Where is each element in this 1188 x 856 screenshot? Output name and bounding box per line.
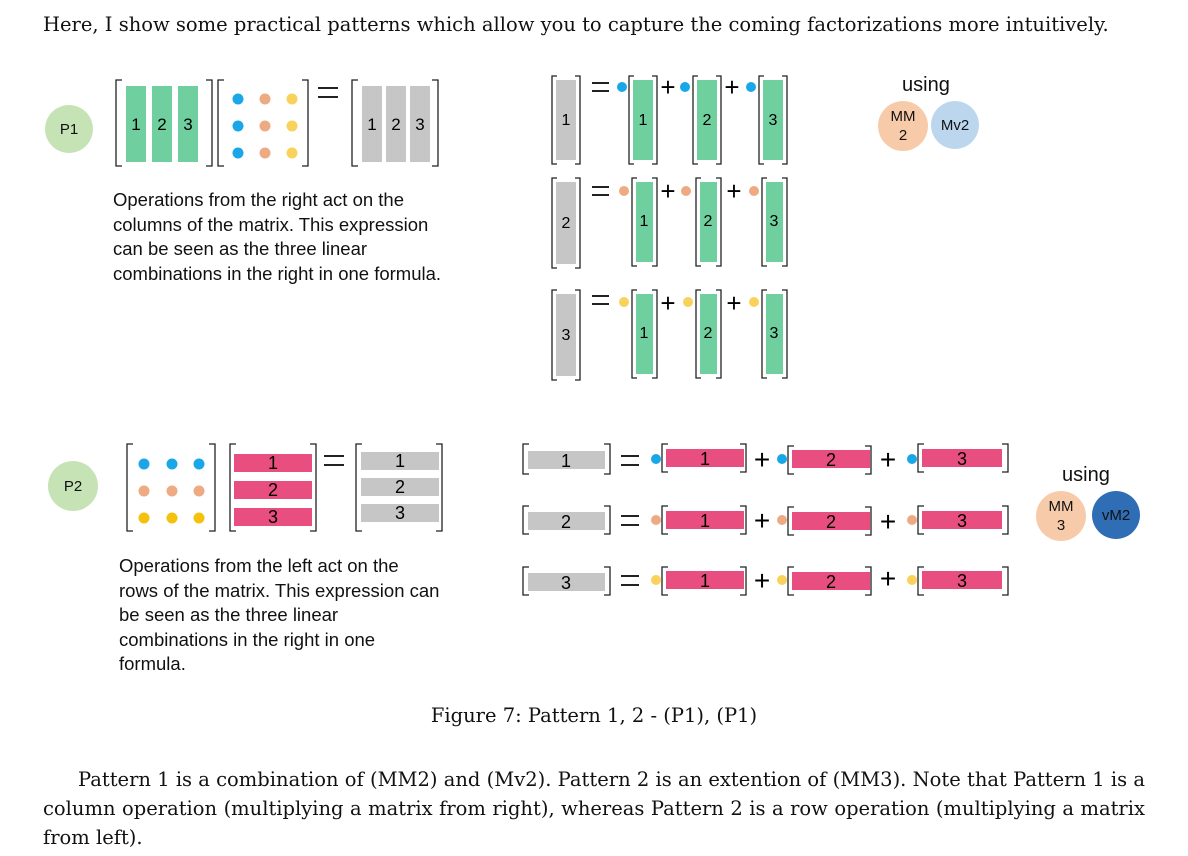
- p2-badge-vm2: vM2: [1092, 491, 1140, 539]
- plus-sign: +: [660, 288, 675, 318]
- p1-description: Operations from the right act on the col…: [113, 189, 442, 284]
- plus-sign: +: [880, 506, 896, 537]
- coefficient-dot: [619, 297, 629, 307]
- coefficient-dot: [680, 82, 690, 92]
- p1-col-number: 3: [183, 115, 192, 134]
- equals-sign: [324, 455, 344, 466]
- plus-sign: +: [880, 444, 896, 475]
- p2-matrix-product-diagram: 1 2 3 1 2 3: [126, 443, 443, 532]
- p1-expansion-number: 1: [640, 213, 649, 230]
- plus-sign: +: [660, 72, 675, 102]
- plus-sign: +: [726, 176, 741, 206]
- plus-sign: +: [724, 72, 739, 102]
- p1-expansion-number: 2: [562, 215, 571, 232]
- p1-expansion-number: 1: [639, 112, 648, 129]
- coefficient-dot: [617, 82, 627, 92]
- p1-badge-mv2: Mv2: [931, 101, 979, 149]
- p1-result-col-number: 2: [391, 115, 400, 134]
- coefficient-dot: [651, 515, 661, 525]
- p1-expansion-number: 3: [770, 325, 779, 342]
- p2-description: Operations from the left act on the rows…: [119, 555, 440, 674]
- coefficient-dot: [907, 575, 917, 585]
- p1-label-circle: P1: [45, 105, 93, 153]
- plus-sign: +: [754, 444, 770, 475]
- p2-expansion-number: 3: [957, 511, 967, 531]
- p2-expansion-number: 1: [561, 451, 571, 471]
- p2-expansion-number: 2: [826, 512, 836, 532]
- plus-sign: +: [726, 288, 741, 318]
- coefficient-dot: [907, 454, 917, 464]
- coefficient-dot: [777, 454, 787, 464]
- equals-sign: [592, 295, 609, 305]
- p2-expansion-number: 3: [561, 573, 571, 593]
- plus-sign: +: [880, 563, 896, 594]
- p2-using-label: using: [1062, 464, 1110, 486]
- plus-sign: +: [660, 176, 675, 206]
- p2-expansion-number: 3: [957, 571, 967, 591]
- badge-text: vM2: [1101, 506, 1131, 524]
- figure-caption: Figure 7: Pattern 1, 2 - (P1), (P1): [430, 704, 758, 727]
- p1-label: P1: [59, 120, 79, 138]
- p2-expansion-number: 1: [700, 511, 710, 531]
- equals-sign: [318, 87, 338, 98]
- p2-result-row-number: 3: [395, 503, 405, 523]
- body-paragraph: Pattern 1 is a combination of (MM2) and …: [43, 768, 1145, 849]
- p2-label: P2: [63, 477, 83, 495]
- p1-expansion-number: 1: [640, 325, 649, 342]
- p1-expansion-number: 2: [704, 213, 713, 230]
- coefficient-dot: [777, 575, 787, 585]
- coefficient-dot: [746, 82, 756, 92]
- coefficient-dot: [749, 297, 759, 307]
- p1-using-label: using: [902, 74, 950, 96]
- p1-result-col-number: 3: [415, 115, 424, 134]
- p2-expansion-number: 2: [561, 512, 571, 532]
- p2-label-circle: P2: [48, 461, 98, 511]
- plus-sign: +: [754, 565, 770, 596]
- p2-result-row-number: 2: [395, 477, 405, 497]
- p2-expansion-number: 2: [826, 450, 836, 470]
- p2-expansion-number: 2: [826, 572, 836, 592]
- p1-result-col-number: 1: [367, 115, 376, 134]
- coefficient-dot: [777, 515, 787, 525]
- p1-expansion-number: 2: [704, 325, 713, 342]
- intro-text: Here, I show some practical patterns whi…: [43, 13, 1109, 36]
- p1-expansion-number: 3: [770, 213, 779, 230]
- p2-expansion-number: 1: [700, 449, 710, 469]
- coefficient-dot: [651, 575, 661, 585]
- p1-badge-mm2: MM 2: [878, 101, 928, 151]
- p1-dot-grid: [232, 93, 298, 159]
- p1-column-expansion: 1 1 + 2 + 3 2 1 + 2 + 3 3: [551, 72, 788, 381]
- p2-result-row-number: 1: [395, 451, 405, 471]
- p1-matrix-product-diagram: 1 2 3 1 2 3: [115, 79, 439, 167]
- badge-text: MM 3: [1048, 498, 1074, 534]
- plus-sign: +: [754, 505, 770, 536]
- equals-sign: [621, 575, 639, 586]
- equals-sign: [592, 186, 609, 196]
- p2-expansion-number: 3: [957, 449, 967, 469]
- p2-dot-grid: [138, 458, 205, 524]
- badge-text: MM 2: [890, 108, 916, 144]
- equals-sign: [592, 82, 609, 92]
- p1-expansion-number: 2: [703, 112, 712, 129]
- equals-sign: [621, 515, 639, 526]
- coefficient-dot: [651, 454, 661, 464]
- coefficient-dot: [907, 515, 917, 525]
- p2-row-number: 1: [268, 453, 278, 473]
- p2-row-expansion: 1 1 + 2 + 3 2 1 + 2 + 3: [522, 443, 1009, 596]
- coefficient-dot: [681, 186, 691, 196]
- p1-col-number: 1: [131, 115, 140, 134]
- coefficient-dot: [749, 186, 759, 196]
- p2-expansion-number: 1: [700, 571, 710, 591]
- p2-row-number: 3: [268, 507, 278, 527]
- p1-expansion-number: 1: [562, 112, 571, 129]
- coefficient-dot: [683, 297, 693, 307]
- coefficient-dot: [619, 186, 629, 196]
- p2-badge-mm3: MM 3: [1036, 491, 1086, 541]
- p1-expansion-number: 3: [769, 112, 778, 129]
- equals-sign: [621, 455, 639, 466]
- p2-row-number: 2: [268, 480, 278, 500]
- p1-col-number: 2: [157, 115, 166, 134]
- p1-expansion-number: 3: [562, 327, 571, 344]
- badge-text: Mv2: [940, 116, 970, 134]
